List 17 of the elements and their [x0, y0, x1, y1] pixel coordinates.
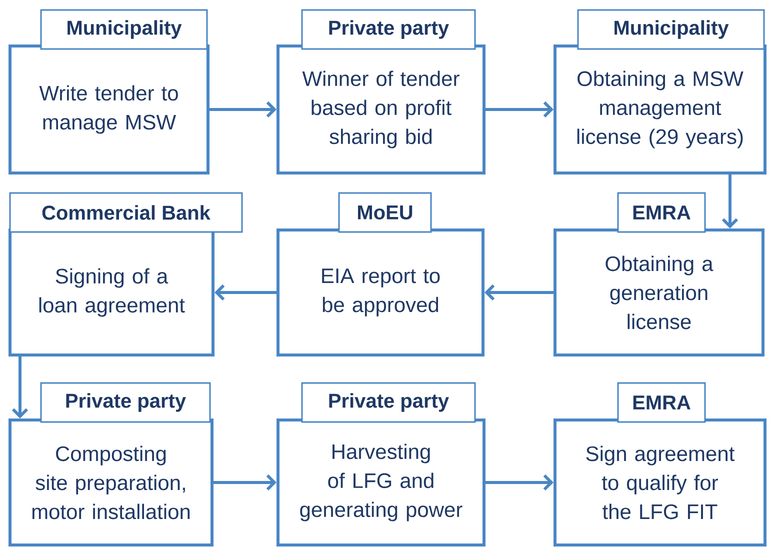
header-tab: EMRA — [617, 382, 706, 423]
arrow — [484, 284, 554, 301]
arrow — [214, 284, 276, 301]
header-tab: Private party — [301, 382, 476, 423]
header-tab: Private party — [301, 9, 476, 50]
header-tab: Municipality — [577, 9, 765, 50]
header-tab: Private party — [40, 382, 211, 423]
arrow — [214, 474, 276, 491]
header-tab: Commercial Bank — [9, 192, 243, 233]
arrow — [486, 474, 554, 491]
header-tab: MoEU — [338, 192, 432, 233]
header-tab: EMRA — [617, 192, 706, 233]
arrow — [722, 174, 738, 228]
arrow — [12, 356, 28, 418]
arrow — [210, 101, 276, 118]
arrow — [486, 101, 554, 118]
header-tab: Municipality — [40, 9, 208, 50]
